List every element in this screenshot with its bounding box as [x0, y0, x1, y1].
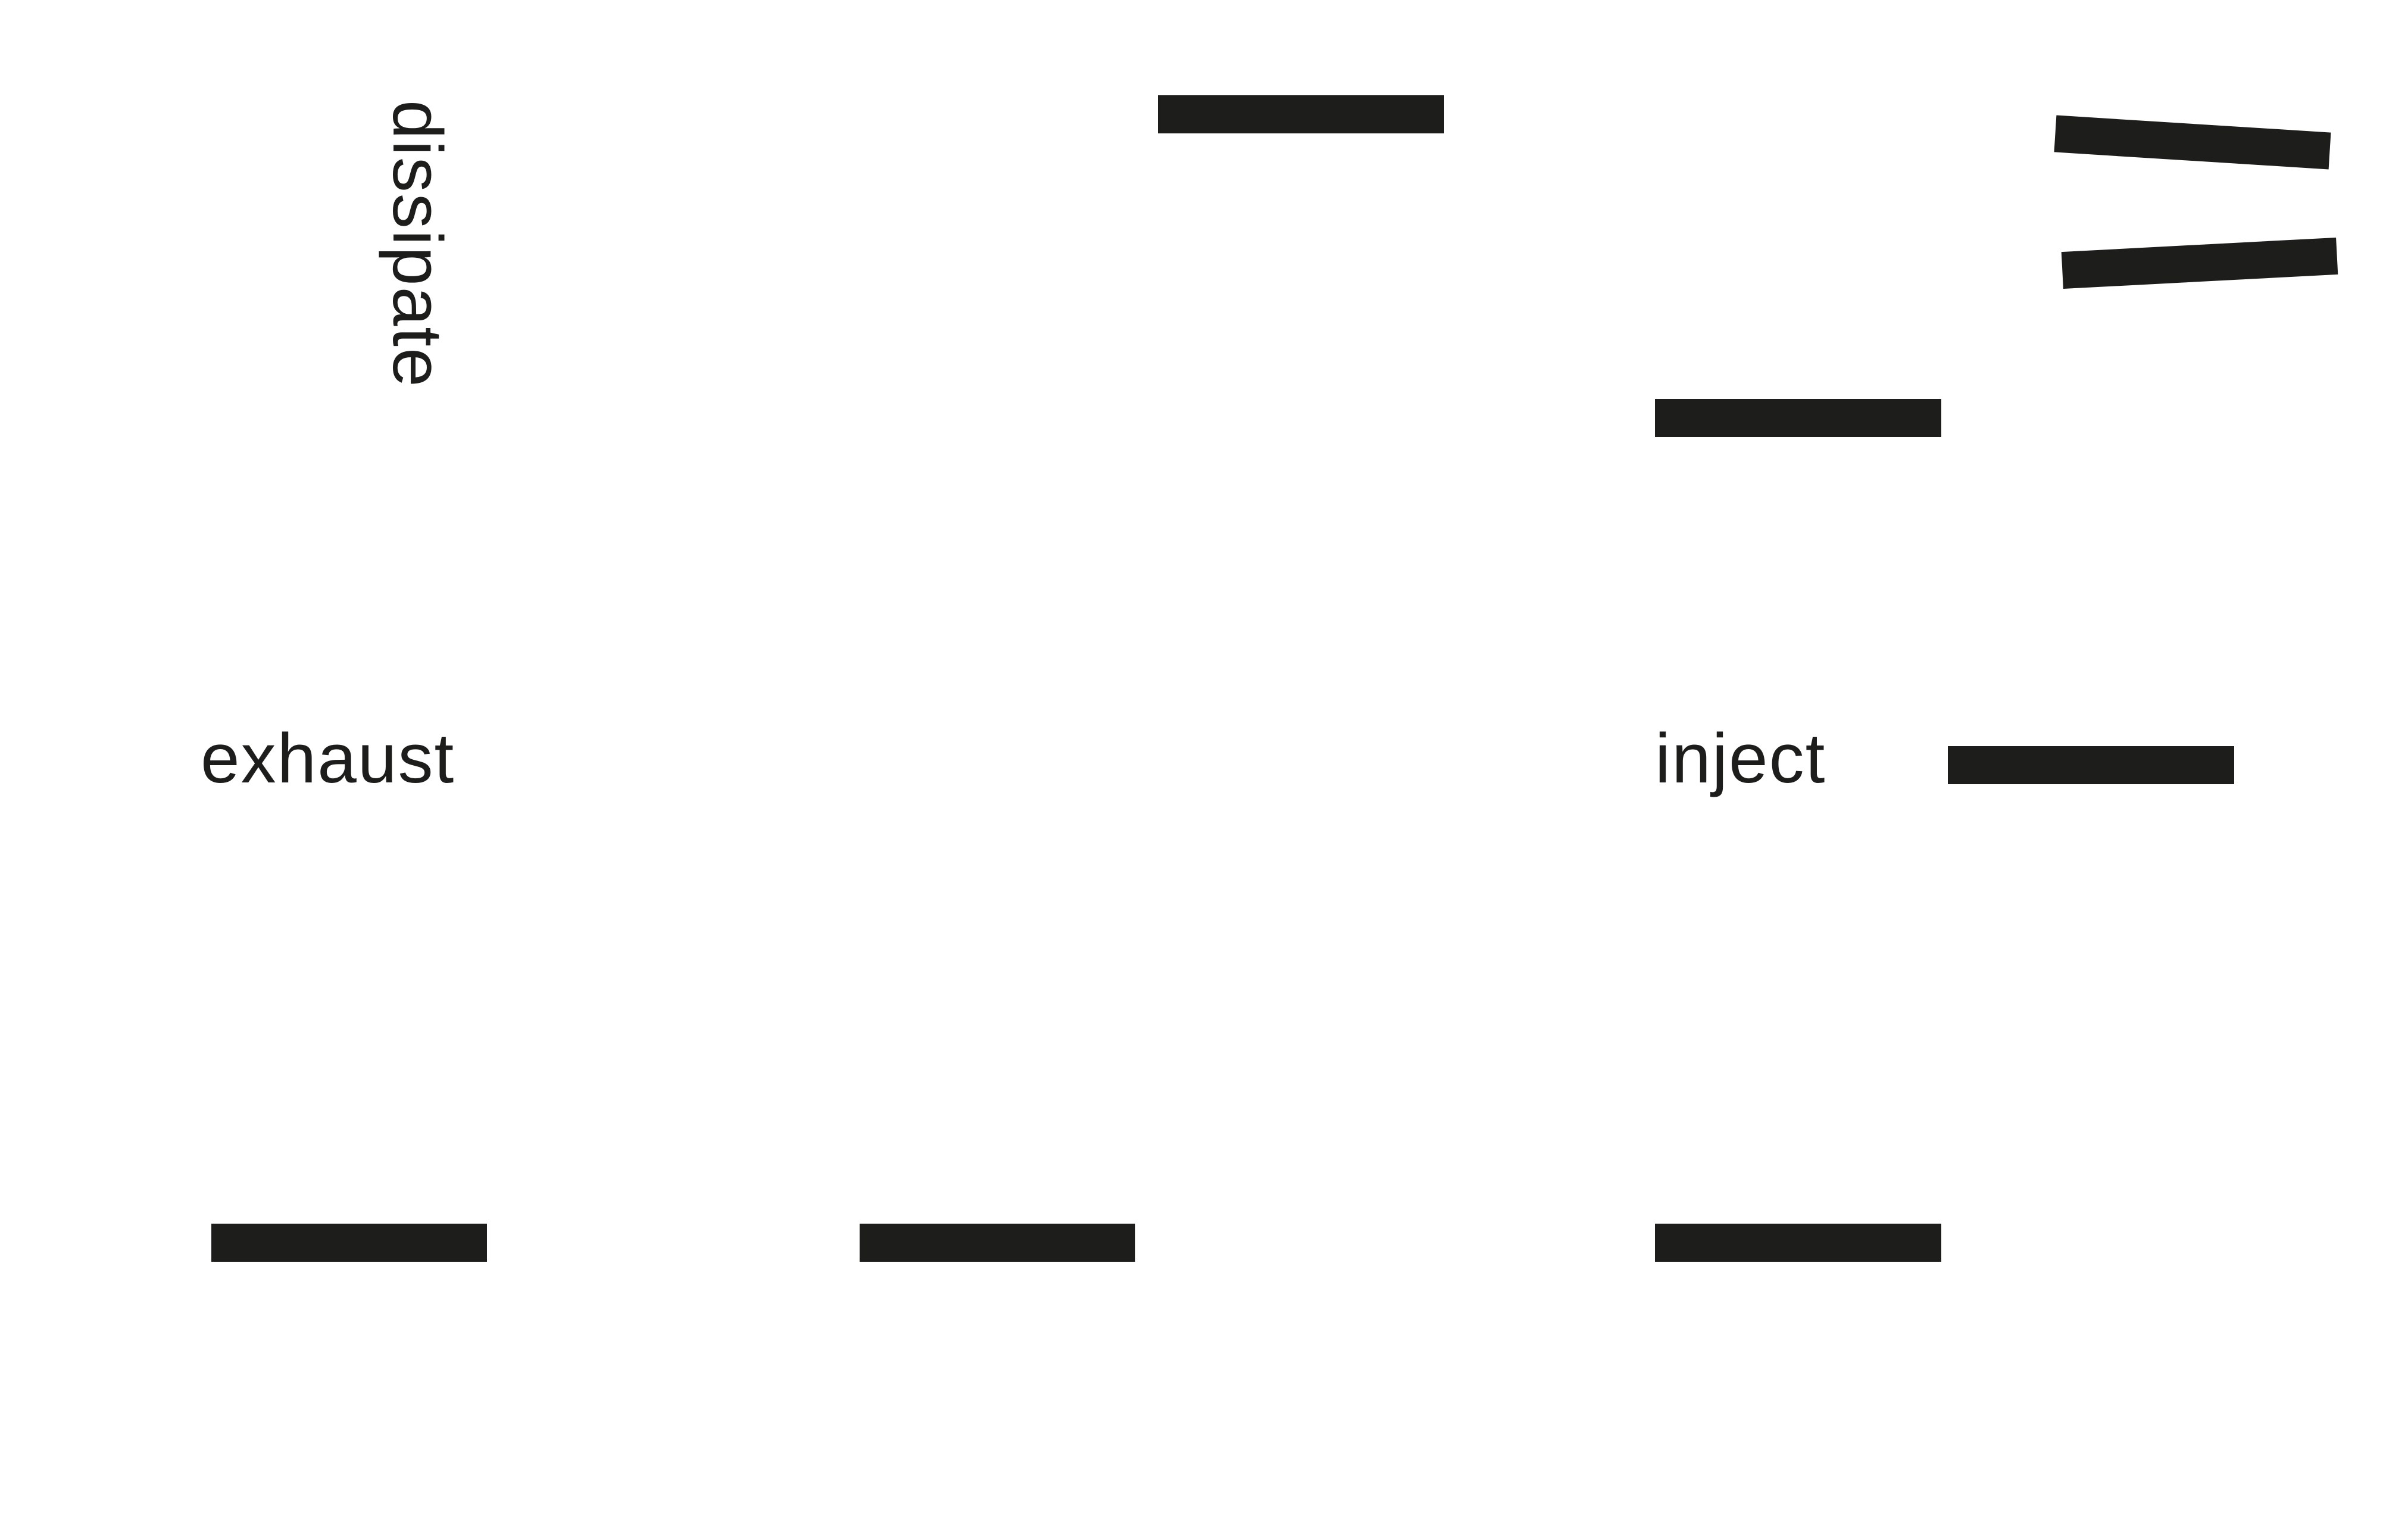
word-inject: inject	[1655, 719, 1826, 798]
blank-bar	[1948, 746, 2234, 784]
equals-top-stroke	[2054, 115, 2331, 170]
word-exhaust: exhaust	[201, 719, 455, 798]
word-dissipate: dissipate	[378, 100, 457, 388]
blank-bar	[860, 1224, 1135, 1262]
equals-bottom-stroke	[2061, 237, 2338, 289]
blank-bar	[211, 1224, 487, 1262]
blank-bar	[1158, 95, 1444, 133]
blank-bar	[1655, 1224, 1941, 1262]
blank-bar	[1655, 399, 1941, 437]
